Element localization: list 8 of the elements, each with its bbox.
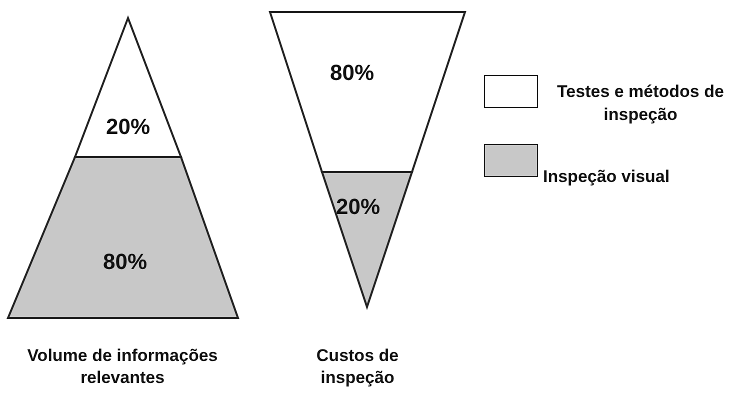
percentage-label: 20%: [106, 114, 150, 140]
legend-label: Testes e métodos de inspeção: [556, 81, 725, 126]
caption: Volume de informações relevantes: [26, 345, 219, 389]
caption: Custos de inspeção: [315, 345, 400, 389]
legend-label: Inspeção visual: [543, 166, 671, 188]
percentage-label: 80%: [330, 60, 374, 86]
percentage-label: 80%: [102, 249, 148, 275]
percentage-label: 20%: [336, 194, 380, 220]
